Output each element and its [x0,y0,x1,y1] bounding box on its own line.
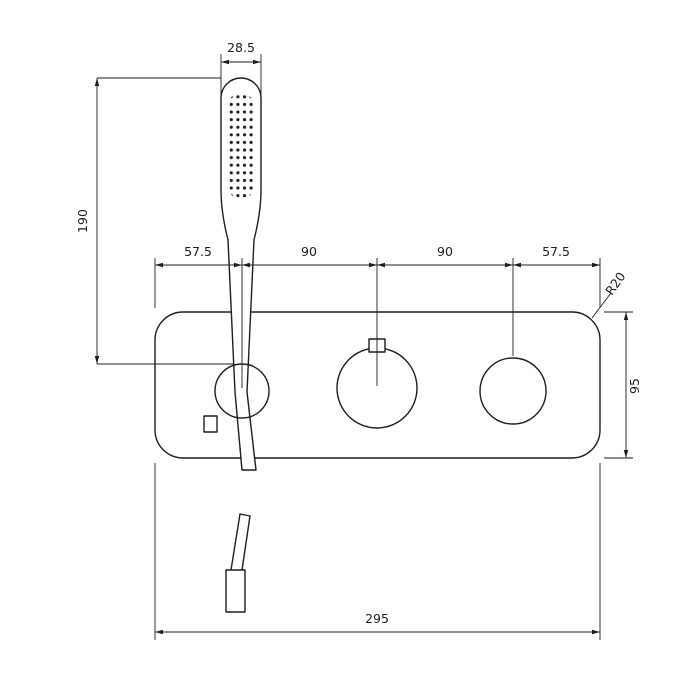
arrowhead [513,262,521,268]
dim-drop-height: 190 [75,77,233,365]
dim-label-corner-radius: R20 [602,269,628,298]
dim-label-seg-mid2: 90 [437,244,453,259]
dim-label-plate-width: 295 [365,611,389,626]
arrowhead [253,59,261,65]
mounting-plate [154,311,601,459]
dim-label-seg-mid1: 90 [301,244,317,259]
arrowhead [221,59,229,65]
dim-label-plate-height: 95 [627,378,642,394]
dim-plate-height: 95 [604,311,642,459]
arrowhead [377,262,385,268]
arrowhead [155,629,163,635]
hose-outlet [225,513,251,613]
volume-knob [479,357,547,425]
arrowhead [592,629,600,635]
arrowhead [369,262,377,268]
arrowhead [505,262,513,268]
arrowhead [94,78,100,86]
leader-line [591,292,612,319]
outlet-right-edge [241,515,251,571]
dim-label-seg-right: 57.5 [542,244,570,259]
outlet-end [225,569,246,613]
dim-label-drop-height: 190 [75,209,90,233]
outlet-top-cut [239,513,251,517]
arrowhead [592,262,600,268]
arrowhead [623,312,629,320]
dim-label-head-width: 28.5 [227,40,255,55]
arrowhead [242,262,250,268]
spray-face-dots [228,93,254,199]
outlet-left-edge [230,513,241,571]
arrowhead [623,450,629,458]
dim-center-spacing: 57.5 90 90 57.5 [154,244,601,388]
dim-head-width: 28.5 [220,40,262,94]
holder-bracket [203,415,218,433]
arrowhead [234,262,242,268]
dim-plate-width: 295 [154,463,601,640]
arrowhead [155,262,163,268]
dim-corner-radius: R20 [591,269,629,319]
arrowhead [94,356,100,364]
dim-label-seg-left: 57.5 [184,244,212,259]
